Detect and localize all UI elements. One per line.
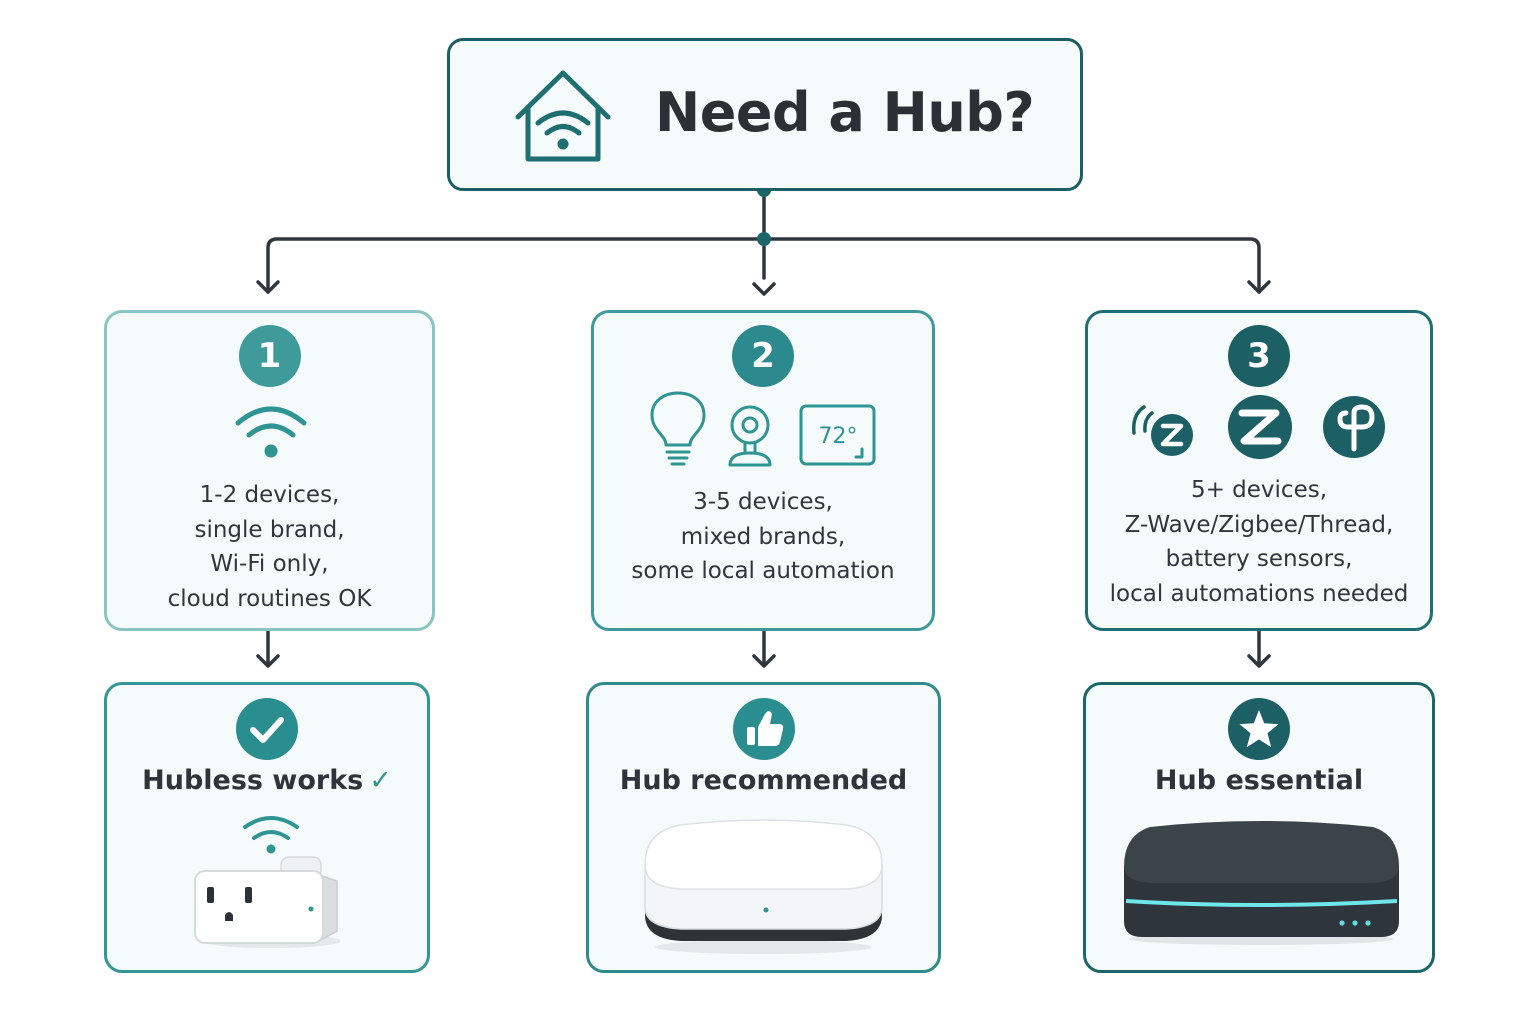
condition-line: some local automation: [631, 558, 895, 584]
condition-line: single brand,: [194, 516, 345, 543]
condition-text-2: 3-5 devices, mixed brands, some local au…: [594, 485, 932, 589]
condition-line: 3-5 devices,: [693, 489, 833, 515]
down-arrow-2: [752, 654, 776, 668]
camera-icon: [728, 405, 772, 467]
condition-box-2: 2 72° 3-5 devices, mixed brands, some lo…: [591, 310, 935, 631]
outcome-box-3: Hub essential: [1083, 682, 1435, 973]
outcome-label-3: Hub essential: [1154, 765, 1364, 796]
outcome-box-2: Hub recommended: [586, 682, 941, 973]
page-title: Need a Hub?: [655, 81, 1035, 144]
arrow-head-2: [752, 282, 776, 296]
condition-box-3: 3 5+ devices, Z-Wave/Zigbee/Thread, batt…: [1085, 310, 1433, 631]
light-bulb-icon: [650, 391, 706, 466]
outcome-label-1: Hubless works✓: [107, 765, 427, 796]
thermostat-reading: 72°: [819, 424, 858, 449]
step-number-badge: 3: [1228, 325, 1290, 387]
condition-line: cloud routines OK: [167, 585, 372, 612]
outcome-label-text: Hubless works: [142, 765, 364, 796]
thumbs-up-icon: [732, 698, 795, 760]
condition-line: local automations needed: [1109, 580, 1409, 607]
condition-line: 5+ devices,: [1190, 477, 1328, 503]
junction-dot-mid: [757, 232, 771, 246]
dark-hub-device: [1124, 821, 1399, 945]
outcome-box-1: Hubless works✓: [104, 682, 430, 973]
outcome-label-2: Hub recommended: [619, 765, 908, 796]
home-wifi-icon: [515, 70, 611, 162]
zwave-icon: [1131, 405, 1193, 456]
arrow-head-3: [1247, 280, 1271, 294]
step-number-badge: 1: [238, 325, 301, 387]
down-arrow-3: [1247, 654, 1271, 668]
zigbee-icon: [1228, 395, 1292, 459]
check-mark-icon: ✓: [369, 765, 392, 796]
title-box: Need a Hub?: [447, 38, 1083, 191]
down-arrow-1: [256, 654, 280, 668]
device-icons-row: 72°: [650, 391, 876, 467]
condition-line: mixed brands,: [680, 523, 846, 550]
condition-text-3: 5+ devices, Z-Wave/Zigbee/Thread, batter…: [1088, 473, 1430, 611]
thermostat-icon: [799, 404, 876, 466]
condition-line: Z-Wave/Zigbee/Thread,: [1124, 511, 1394, 538]
smart-plug-device: [194, 816, 341, 948]
star-icon: [1228, 698, 1290, 760]
wifi-icon: [235, 406, 307, 458]
checkmark-icon: [236, 698, 298, 760]
protocol-icons-row: [1131, 395, 1385, 459]
condition-box-1: 1 1-2 devices, single brand, Wi-Fi only,…: [104, 310, 435, 631]
condition-line: battery sensors,: [1165, 546, 1353, 572]
condition-line: 1-2 devices,: [199, 482, 340, 508]
arrow-head-1: [256, 280, 280, 294]
white-hub-device: [644, 819, 883, 954]
condition-line: Wi-Fi only,: [210, 551, 329, 577]
step-number-badge: 2: [732, 325, 794, 387]
condition-text-1: 1-2 devices, single brand, Wi-Fi only, c…: [107, 478, 432, 616]
thread-icon: [1323, 396, 1385, 458]
